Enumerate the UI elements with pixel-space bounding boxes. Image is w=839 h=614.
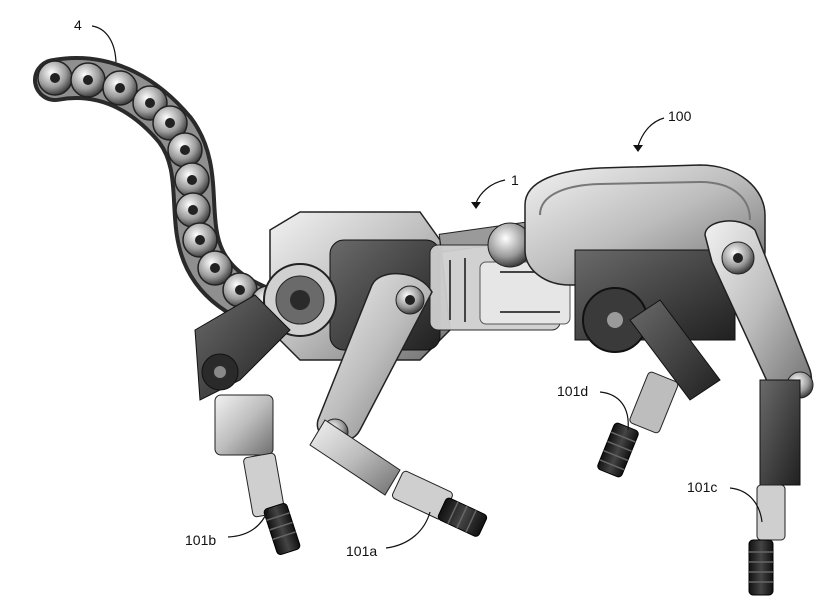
label-101a: 101a bbox=[346, 543, 377, 559]
label-101d: 101d bbox=[557, 383, 588, 399]
label-robot: 100 bbox=[668, 108, 692, 124]
front-body-housing bbox=[524, 164, 766, 353]
reference-labels: 4 100 1 101b 101a 101d 101c bbox=[74, 17, 763, 559]
leg-101d bbox=[597, 299, 721, 478]
leg-101b bbox=[194, 294, 301, 555]
leg-101c bbox=[704, 220, 814, 596]
arrowhead-robot bbox=[633, 145, 643, 152]
leader-robot bbox=[637, 117, 665, 147]
label-tail: 4 bbox=[74, 17, 82, 33]
leader-101c bbox=[729, 487, 763, 523]
leader-101a bbox=[385, 511, 431, 549]
leader-101b bbox=[227, 509, 269, 538]
label-101b: 101b bbox=[185, 532, 216, 548]
arrowhead-spine bbox=[471, 202, 481, 209]
leader-101d bbox=[599, 391, 629, 431]
label-spine: 1 bbox=[511, 172, 519, 188]
leader-spine bbox=[475, 179, 506, 204]
leg-101a bbox=[309, 273, 488, 537]
leader-tail bbox=[91, 25, 117, 63]
label-101c: 101c bbox=[687, 479, 717, 495]
